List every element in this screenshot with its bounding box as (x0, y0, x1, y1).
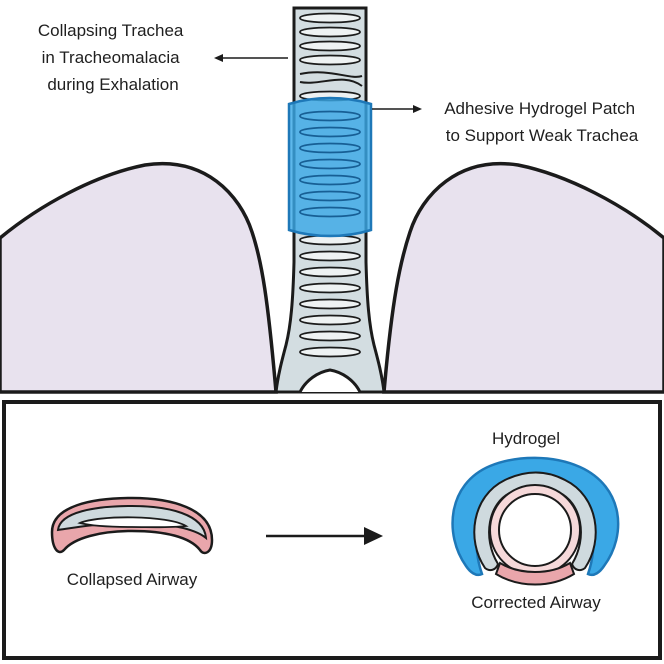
patch-arrowhead (413, 105, 422, 113)
patch-label-line-2: to Support Weak Trachea (446, 126, 639, 145)
hydrogel-patch (287, 96, 373, 238)
corrected-airway-label: Corrected Airway (471, 593, 601, 612)
patch-ring-4 (299, 174, 361, 186)
collapse-label-line-3: during Exhalation (47, 75, 178, 94)
patch-ring-6 (299, 206, 361, 218)
cartilage-ring-8 (299, 282, 361, 294)
patch-ring-3 (299, 158, 361, 170)
trachea (274, 6, 386, 394)
cartilage-rings (299, 12, 361, 358)
cartilage-ring-3 (299, 54, 361, 66)
cartilage-ring-10 (299, 314, 361, 326)
patch-ring-0 (299, 110, 361, 122)
collapse-label-line-1: Collapsing Trachea (38, 21, 184, 40)
cartilage-ring-9 (299, 298, 361, 310)
collapsed-airway-illustration (50, 496, 214, 555)
carina (298, 368, 362, 393)
patch-ring-2 (299, 142, 361, 154)
right-lung (382, 162, 664, 394)
corrected-airway-muscle (494, 561, 576, 586)
cartilage-ring-0 (299, 12, 361, 24)
svg-text:Adhesive Hydrogel Patch: Adhesive Hydrogel Patch to Support Weak … (444, 99, 640, 145)
left-lung (0, 162, 278, 394)
cartilage-ring-2 (299, 40, 361, 52)
cartilage-ring-7 (299, 266, 361, 278)
patch-ring-overlay (299, 110, 361, 218)
collapse-arrowhead (214, 54, 223, 62)
transition-arrowhead (364, 527, 383, 545)
svg-text:Collapsing Trachea in Tr: Collapsing Trachea in Tracheomalacia dur… (38, 21, 188, 94)
patch-ring-5 (299, 190, 361, 202)
corrected-airway-lumen (498, 493, 572, 567)
patch-ring-1 (299, 126, 361, 138)
cartilage-ring-5 (299, 234, 361, 246)
cartilage-ring-6 (299, 250, 361, 262)
collapse-fold (299, 71, 363, 87)
hydrogel-label: Hydrogel (492, 429, 560, 448)
collapsed-airway-label: Collapsed Airway (67, 570, 198, 589)
collapsed-airway-lumen (77, 516, 189, 529)
collapse-label-line-2: in Tracheomalacia (42, 48, 181, 67)
patch-annotation: Adhesive Hydrogel Patch to Support Weak … (372, 99, 640, 145)
patch-label-line-1: Adhesive Hydrogel Patch (444, 99, 635, 118)
cartilage-ring-1 (299, 26, 361, 38)
corrected-airway-illustration (451, 456, 620, 586)
cartilage-ring-12 (299, 346, 361, 358)
collapse-annotation: Collapsing Trachea in Tracheomalacia dur… (38, 21, 288, 94)
cartilage-ring-11 (299, 330, 361, 342)
